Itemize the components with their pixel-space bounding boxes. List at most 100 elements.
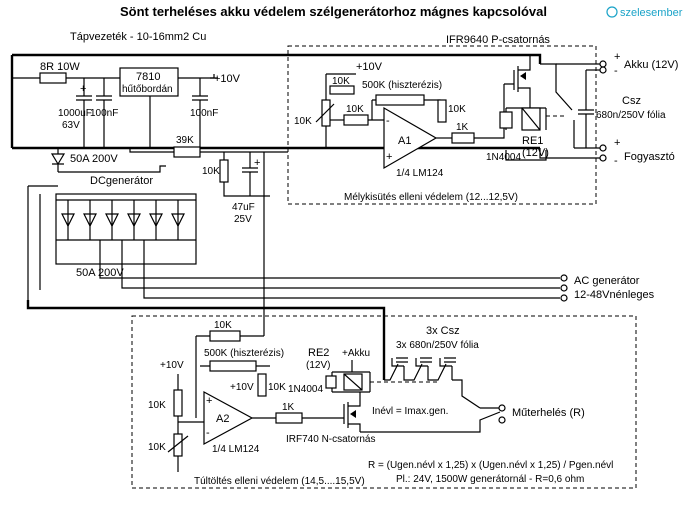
hyst-a1-label: 500K (hiszterézis) <box>362 80 442 91</box>
wire <box>325 73 356 100</box>
cap-47uf-volt: 25V <box>234 214 252 225</box>
csz-label: Csz <box>622 95 641 107</box>
resistor-10k-div <box>219 159 229 183</box>
wire <box>58 165 166 173</box>
wire <box>195 335 264 418</box>
wire <box>52 163 64 172</box>
cap-1000uf <box>76 78 92 148</box>
resistor-10k-a2-left-top <box>173 389 183 417</box>
ifr9640-label: IFR9640 P-csatornás <box>446 34 550 46</box>
cap-100nf-2-label: 100nF <box>190 108 218 119</box>
cap-csz-3 <box>444 357 456 363</box>
text: + <box>386 151 392 163</box>
ac-generator-label: AC generátor <box>574 275 640 287</box>
inevl-label: Inévl = Imax.gen. <box>372 406 448 417</box>
resistor-1k-a2-label: 1K <box>282 402 295 413</box>
resistor-1k-a2 <box>275 412 303 424</box>
wire <box>539 147 600 159</box>
wire <box>343 373 363 391</box>
resistor-10k-a1-pot-label: 10K <box>332 76 350 87</box>
mosfet-irf740 <box>338 396 361 432</box>
wire <box>223 152 270 197</box>
text: - <box>206 427 210 439</box>
wire <box>521 107 541 131</box>
akku-terminal-minus[interactable] <box>599 66 607 74</box>
dummy-load-label: Műterhelés (R) <box>512 407 585 419</box>
wire <box>67 200 179 240</box>
relay-re2-contacts <box>384 357 481 409</box>
cap-100nf-2 <box>192 78 208 148</box>
relay-re2-volt: (12V) <box>306 360 330 371</box>
dcgen-label: DCgenerátor <box>90 175 153 187</box>
example-text: Pl.: 24V, 1500W generátornál - R=0,6 ohm <box>396 474 584 485</box>
ac-terminal-3[interactable] <box>560 294 568 302</box>
resistor-10k-a2-right-label: 10K <box>268 382 286 393</box>
formula-text: R = (Ugen.névl x 1,25) x (Ugen.névl x 1,… <box>368 460 613 471</box>
pot-a1 <box>321 99 331 127</box>
opamp-a1 <box>383 106 438 170</box>
relay-re1-contact <box>540 63 575 148</box>
akku-plus-sign: + <box>614 51 620 63</box>
wire <box>368 100 384 121</box>
text: + <box>206 395 212 407</box>
brand-logo-icon <box>606 6 618 18</box>
pot-a2 <box>173 433 183 457</box>
load-minus-sign: - <box>614 155 618 167</box>
opamp-a1-part: 1/4 LM124 <box>396 168 444 179</box>
resistor-10k-div-label: 10K <box>202 166 220 177</box>
brand-name: szelesember <box>620 7 683 19</box>
diagram-title: Sönt terheléses akku védelem szélgenerát… <box>120 4 547 19</box>
plus10v-a2-left: +10V <box>160 360 184 371</box>
resistor-39k <box>173 146 201 158</box>
wire <box>167 435 189 453</box>
resistor-10k-a2-top <box>209 330 241 342</box>
cap-csz-top <box>578 70 594 148</box>
resistor-8r <box>39 72 67 84</box>
text: + <box>80 83 86 95</box>
akku-terminal-plus[interactable] <box>599 60 607 68</box>
diode-50a-label: 50A 200V <box>70 153 118 165</box>
deep-discharge-label: Mélykisütés elleni védelem (12...12,5V) <box>344 192 518 203</box>
resistor-10k-a2-top-label: 10K <box>214 320 232 331</box>
plus-akku-label: +Akku <box>342 348 370 359</box>
wire <box>129 148 174 153</box>
hyst-a2-label: 500K (hiszterézis) <box>204 348 284 359</box>
resistor-10k-a2-right <box>257 373 267 397</box>
overcharge-label: Túltöltés elleni védelem (14,5....15,5V) <box>194 476 365 487</box>
cap-csz-2 <box>420 357 432 363</box>
opamp-a2 <box>203 390 254 446</box>
resistor-8r-label: 8R 10W <box>40 61 80 73</box>
cap-100nf-1-label: 100nF <box>90 108 118 119</box>
cap-47uf-label: 47uF <box>232 202 255 213</box>
resistor-39k-label: 39K <box>176 135 194 146</box>
resistor-500k-a2 <box>209 360 257 372</box>
diode-bottom-label: 1N4004 <box>288 384 323 395</box>
load-label: Fogyasztó <box>624 151 675 163</box>
diode-1n4004-a1 <box>499 111 513 129</box>
load-terminal-plus[interactable] <box>599 144 607 152</box>
wire <box>474 84 505 139</box>
dummy-load-terminal-1[interactable] <box>498 404 506 412</box>
resistor-500k-a1 <box>375 94 425 106</box>
resistor-10k-a2-left-bot-label: 10K <box>148 442 166 453</box>
resistor-10k-a1-in-label: 10K <box>346 104 364 115</box>
load-terminal-minus[interactable] <box>599 154 607 162</box>
cap-100nf-1 <box>96 78 112 148</box>
regulator-heatsink-label: hűtőbordán <box>122 84 173 95</box>
ac-terminal-2[interactable] <box>560 284 568 292</box>
ac-terminal-1[interactable] <box>560 274 568 282</box>
text: + <box>254 157 260 169</box>
ac-line-1 <box>99 240 560 279</box>
irf740-label: IRF740 N-csatornás <box>286 434 375 445</box>
csz3-rating: 3x 680n/250V fólia <box>396 340 479 351</box>
plus10v-a2-label: +10V <box>230 382 254 393</box>
overcharge-module <box>131 315 637 489</box>
resistor-10k-a1-right-label: 10K <box>448 104 466 115</box>
resistor-10k-a1-pot <box>329 85 355 95</box>
dummy-load-terminal-2[interactable] <box>498 416 506 424</box>
bridge-diodes <box>61 200 185 240</box>
opamp-a2-name: A2 <box>216 413 229 425</box>
brand-logo: szelesember <box>606 6 683 19</box>
